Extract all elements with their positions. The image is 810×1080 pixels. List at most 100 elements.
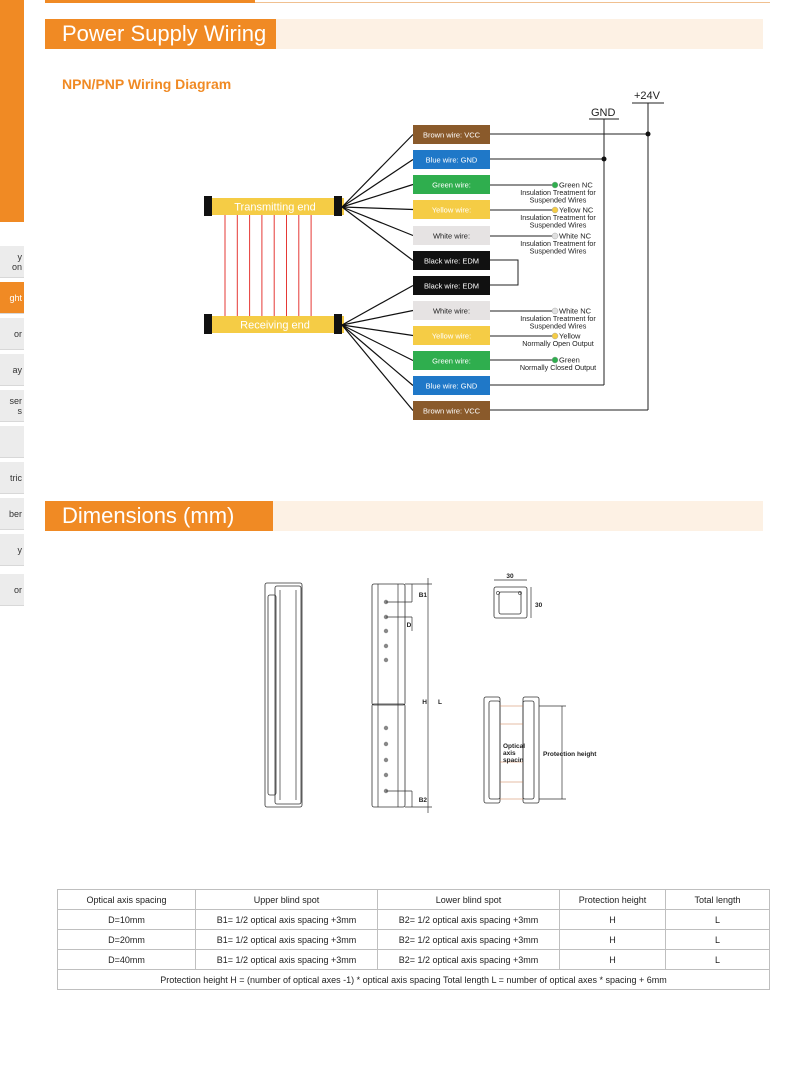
sidebar-item-label: or (13, 584, 22, 595)
table-cell: L (665, 909, 770, 930)
sidebar-item[interactable]: or (0, 318, 24, 350)
tx-wire-box-label: White wire: (433, 232, 470, 241)
rx-wire-box-label: Brown wire: VCC (423, 407, 481, 416)
table-cell: B2= 1/2 optical axis spacing +3mm (377, 909, 560, 930)
transmitting-end-bar-cap (334, 196, 342, 216)
receiving-end-bar-cap (334, 314, 342, 334)
side-view-body (274, 585, 302, 805)
sidebar-item-label: on (11, 261, 22, 272)
mount-hole (496, 591, 500, 595)
sidebar-item[interactable]: or (0, 574, 24, 606)
sidebar-item-label: y (17, 251, 23, 262)
sidebar-item[interactable]: ber (0, 498, 24, 530)
table-header: Lower blind spot (377, 889, 560, 910)
tx-note-head: White NC (559, 232, 592, 241)
rx-wire-box (413, 351, 490, 370)
receiving-end-bar-cap (204, 314, 212, 334)
table-header: Upper blind spot (195, 889, 378, 910)
sidebar-item-label: y (17, 544, 23, 555)
rx-note-head: White NC (559, 307, 592, 316)
rx-wire-box (413, 326, 490, 345)
sidebar-chapter-tab[interactable] (0, 0, 24, 222)
front-view-top (371, 583, 406, 706)
receiving-end-bar-label: Receiving end (240, 320, 310, 332)
tx-wire-box (413, 150, 490, 169)
table-cell: B1= 1/2 optical axis spacing +3mm (195, 929, 378, 950)
rx-note-dot (551, 356, 559, 364)
table-cell: B2= 1/2 optical axis spacing +3mm (377, 949, 560, 970)
tx-note-head: Green NC (559, 181, 593, 190)
sidebar-item[interactable]: ay (0, 354, 24, 386)
tx-wire-box (413, 175, 490, 194)
supply-24v-label: +24V (634, 90, 661, 102)
tx-wire-box-lead (341, 134, 414, 208)
front-view-bottom (371, 703, 406, 808)
sidebar-item[interactable]: y (0, 534, 24, 566)
tx-wire-box-lead (341, 206, 414, 211)
rx-note-body: Suspended Wires (530, 322, 587, 331)
tx-wire-box (413, 251, 490, 270)
tx-wire-box (413, 200, 490, 219)
table-header: Protection height (559, 889, 666, 910)
tx-wire-box-label: Yellow wire: (432, 206, 471, 215)
dim-label-width: 30 (506, 573, 514, 580)
transmitting-end-bar-cap (204, 196, 212, 216)
optical-axis-dot (383, 643, 389, 649)
supply-gnd-label: GND (591, 107, 616, 119)
sidebar-item-label: ser (9, 395, 22, 406)
diagram-subtitle: NPN/PNP Wiring Diagram (62, 76, 232, 92)
rx-note-body: Insulation Treatment for (520, 314, 596, 323)
rx-wire-box-lead (341, 324, 414, 337)
rx-wire-box-label: Yellow wire: (432, 332, 471, 341)
tx-wire-box-label: Green wire: (432, 181, 471, 190)
tx-wire-box-lead (341, 183, 414, 208)
rx-note-body: Normally Open Output (522, 339, 594, 348)
tx-note-body: Suspended Wires (530, 221, 587, 230)
rx-wire-box-lead (341, 284, 414, 326)
table-cell: L (665, 949, 770, 970)
tx-note-dot (551, 206, 559, 214)
edm-loop (490, 259, 519, 286)
optical-axis-label: axis (503, 750, 516, 757)
tx-note-body: Insulation Treatment for (520, 188, 596, 197)
optical-axis-dot (383, 772, 389, 778)
optical-axis-dot (383, 757, 389, 763)
dim-label-d: D (407, 622, 412, 629)
tx-wire-box-lead (341, 206, 414, 237)
sidebar-item-label: ght (9, 292, 22, 303)
sidebar-item-label: ber (8, 508, 22, 519)
tx-note-body: Suspended Wires (530, 247, 587, 256)
pair-view-right (522, 696, 540, 804)
sidebar-item[interactable] (0, 426, 24, 458)
transmitting-end-bar (206, 198, 344, 215)
rx-wire-box-lead (341, 324, 414, 411)
dimension-spec-table: Optical axis spacing Upper blind spot Lo… (57, 889, 770, 990)
side-view-outline (264, 582, 303, 808)
sidebar-item-label: ay (12, 364, 22, 375)
table-cell: H (559, 949, 666, 970)
table-cell: B1= 1/2 optical axis spacing +3mm (195, 949, 378, 970)
tx-wire-box (413, 125, 490, 144)
rx-wire-box (413, 401, 490, 420)
receiving-end-bar (206, 316, 344, 333)
table-row: D=10mm B1= 1/2 optical axis spacing +3mm… (57, 909, 770, 930)
junction-dot (601, 156, 607, 162)
table-cell: D=20mm (57, 929, 196, 950)
rx-wire-box-label: Green wire: (432, 357, 471, 366)
table-row: D=40mm B1= 1/2 optical axis spacing +3mm… (57, 949, 770, 970)
sidebar-item-label: tric (10, 472, 22, 483)
sidebar-item[interactable]: tric (0, 462, 24, 494)
table-cell: B2= 1/2 optical axis spacing +3mm (377, 929, 560, 950)
rx-note-body: Normally Closed Output (520, 363, 596, 372)
table-footnote: Protection height H = (number of optical… (57, 969, 770, 990)
dim-label-l: L (438, 699, 442, 706)
mount-hole (518, 591, 522, 595)
transmitting-end-bar-label: Transmitting end (234, 202, 316, 214)
tx-wire-box-label: Brown wire: VCC (423, 131, 481, 140)
sidebar-item[interactable]: ght (0, 282, 24, 314)
table-cell: H (559, 909, 666, 930)
